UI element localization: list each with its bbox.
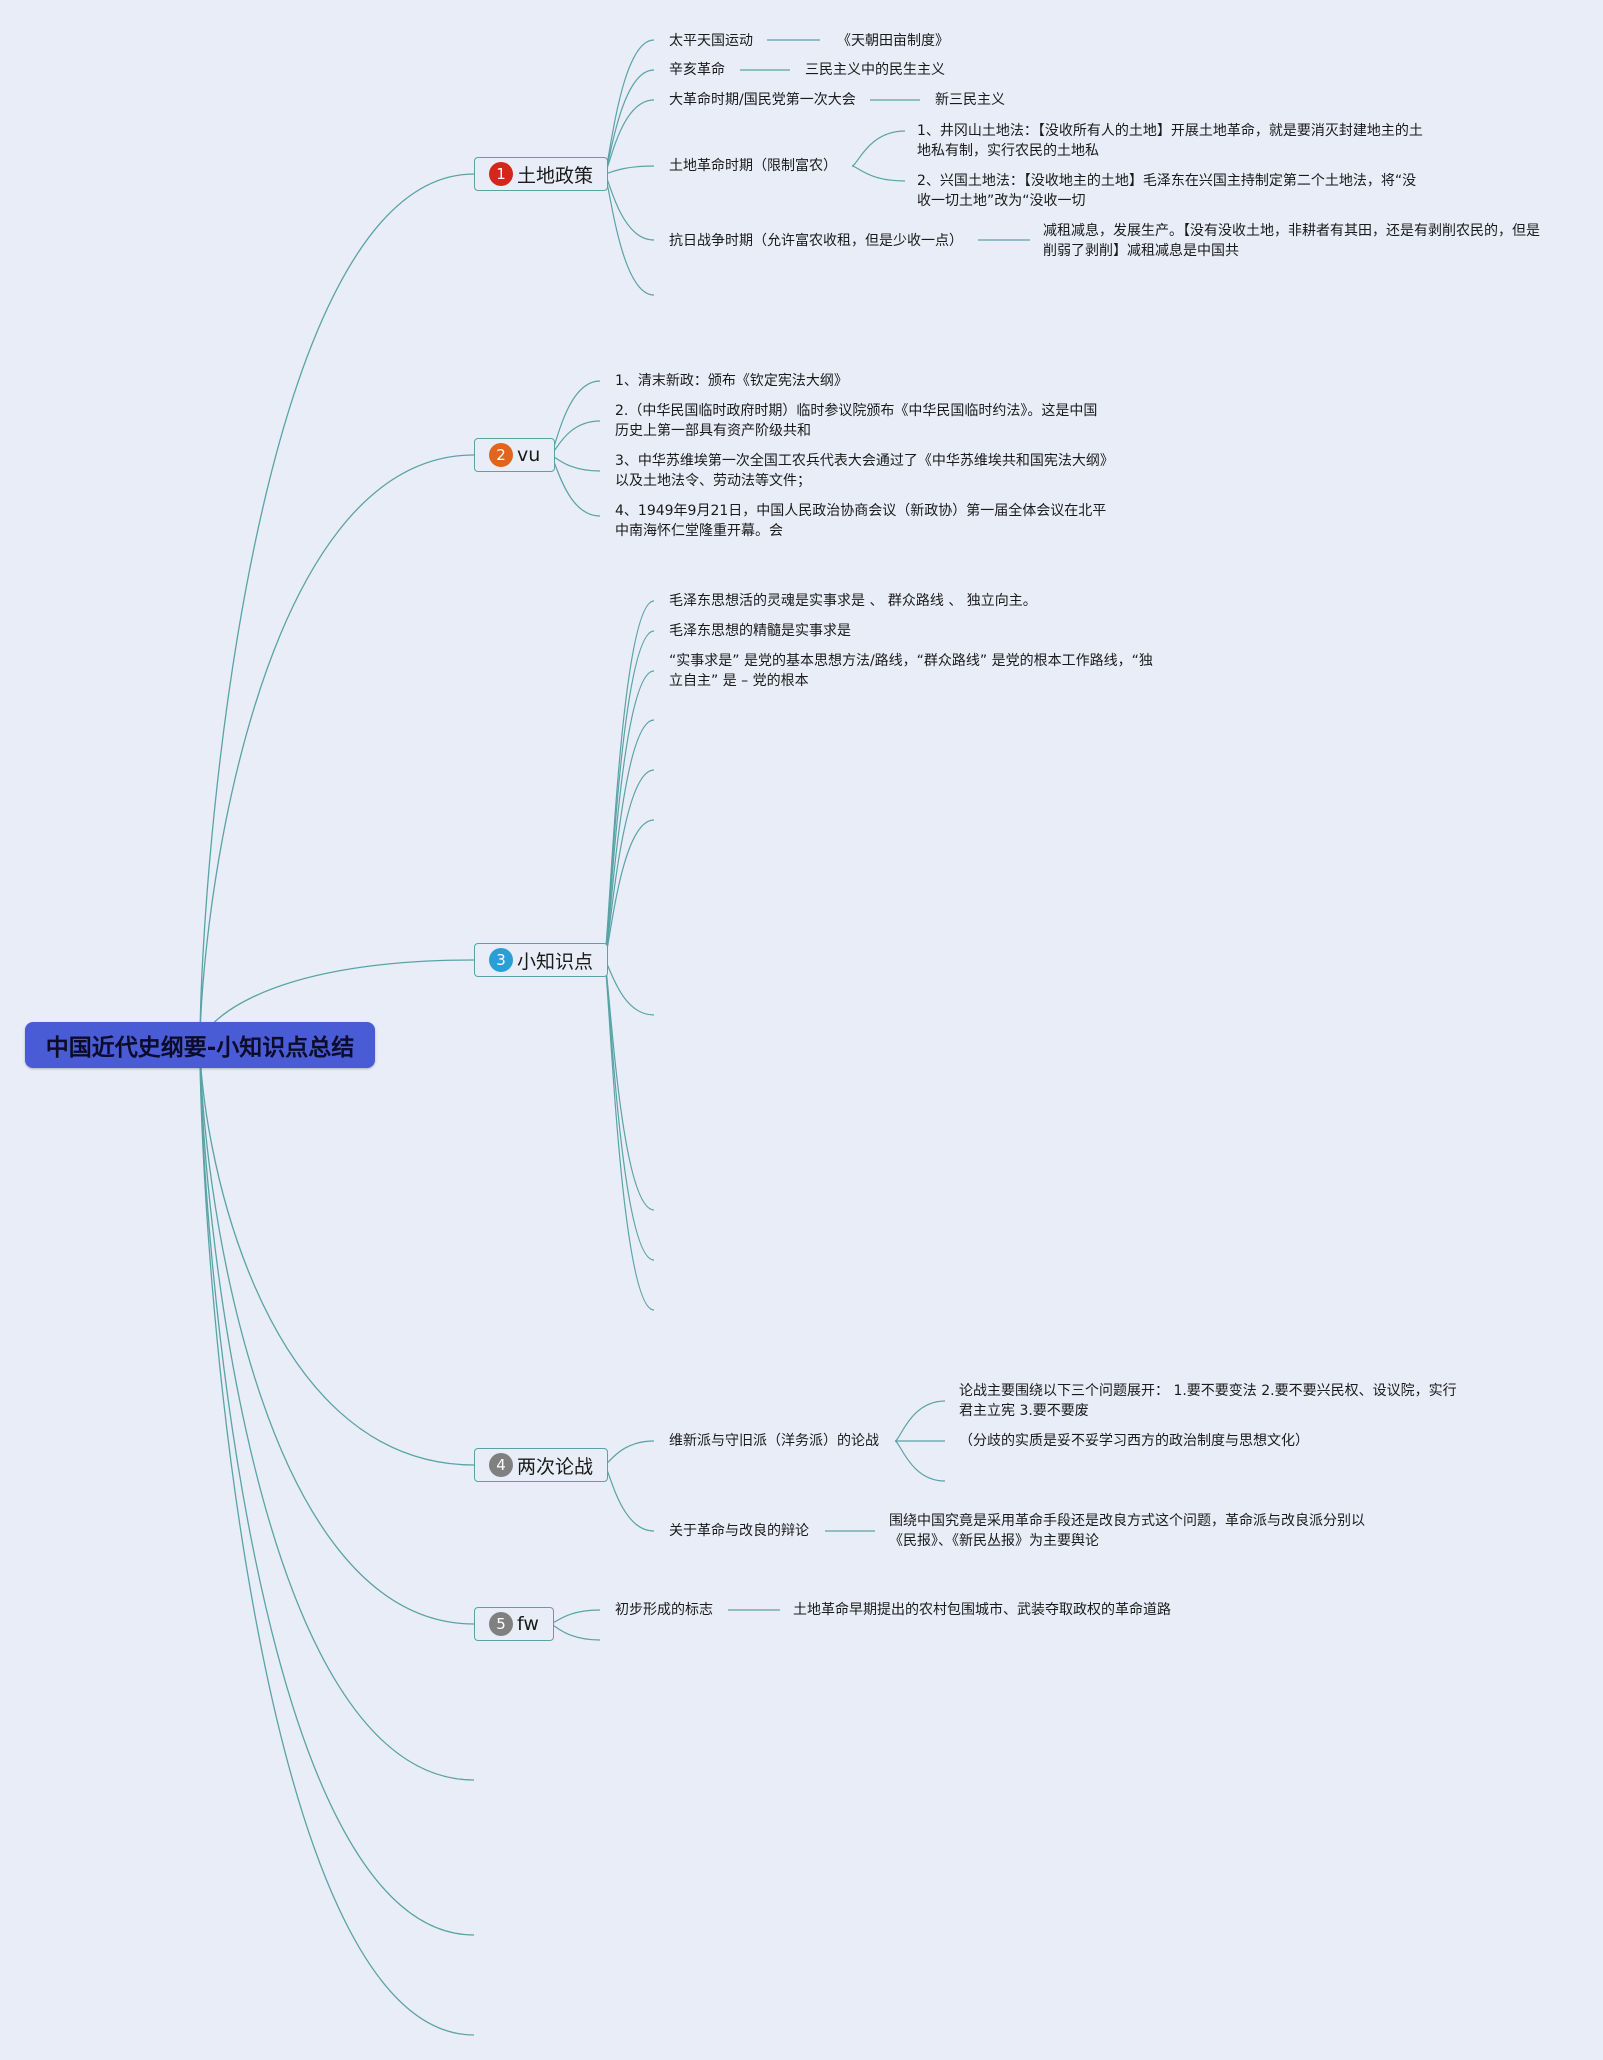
topic-label: 土地政策 (517, 164, 594, 187)
root-topic[interactable]: 中国近代史纲要-小知识点总结 (25, 1022, 375, 1068)
number-4-icon: 4 (489, 1453, 513, 1477)
detail-three-questions[interactable]: 论战主要围绕以下三个问题展开： 1.要不要变法 2.要不要兴民权、设议院，实行君… (959, 1383, 1457, 1419)
root-title: 中国近代史纲要-小知识点总结 (45, 1035, 355, 1061)
subtopic-provisional-constitution[interactable]: 2.（中华民国临时政府时期）临时参议院颁布《中华民国临时约法》。这是中国历史上第… (615, 403, 1098, 439)
number-1-icon: 1 (489, 162, 513, 186)
topic-label: 小知识点 (517, 950, 594, 973)
subtopic-qing-reform[interactable]: 1、清末新政：颁布《钦定宪法大纲》 (615, 373, 848, 389)
detail-taiping[interactable]: 《天朝田亩制度》 (837, 33, 949, 49)
topic-knowledge-points[interactable]: 3 小知识点 (474, 943, 609, 977)
subtopic-xinhai[interactable]: 辛亥革命 (669, 62, 725, 78)
subtopic-reform-debate[interactable]: 维新派与守旧派（洋务派）的论战 (669, 1433, 879, 1449)
subtopic-soviet-constitution[interactable]: 3、中华苏维埃第一次全国工农兵代表大会通过了《中华苏维埃共和国宪法大纲》以及土地… (615, 453, 1107, 489)
subtopic-anti-japanese[interactable]: 抗日战争时期（允许富农收租，但是少收一点） (669, 233, 963, 249)
subtopic-land-revolution[interactable]: 土地革命时期（限制富农） (669, 158, 837, 174)
detail-great-revolution[interactable]: 新三民主义 (935, 92, 1005, 108)
topic-label: 两次论战 (517, 1455, 594, 1478)
detail-rent-reduction[interactable]: 减租减息，发展生产。【没有没收土地，非耕者有其田，还是有剥削农民的，但是削弱了剥… (1043, 223, 1540, 259)
subtopic-mao-soul[interactable]: 毛泽东思想活的灵魂是实事求是 、 群众路线 、 独立向主。 (669, 593, 1037, 609)
topic-land-policy[interactable]: 1 土地政策 (474, 157, 609, 191)
detail-revolution-debate[interactable]: 围绕中国究竟是采用革命手段还是改良方式这个问题，革命派与改良派分别以《民报》、《… (889, 1513, 1365, 1549)
detail-xinhai[interactable]: 三民主义中的民生主义 (805, 62, 945, 78)
detail-jinggangshan[interactable]: 1、井冈山土地法：【没收所有人的土地】开展土地革命，就是要消灭封建地主的土地私有… (917, 123, 1423, 159)
topic-label: fw (517, 1613, 539, 1635)
subtopic-cppcc[interactable]: 4、1949年9月21日，中国人民政治协商会议（新政协）第一届全体会议在北平中南… (615, 503, 1107, 539)
number-5-icon: 5 (489, 1612, 513, 1636)
topic-label: vu (517, 444, 541, 466)
subtopic-party-lines[interactable]: “实事求是” 是党的基本思想方法/路线，“群众路线” 是党的根本工作路线，“独立… (669, 653, 1153, 689)
subtopic-initial-formation[interactable]: 初步形成的标志 (615, 1602, 713, 1618)
topic-fw[interactable]: 5 fw (474, 1607, 554, 1641)
number-2-icon: 2 (489, 443, 513, 467)
detail-essence[interactable]: （分歧的实质是妥不妥学习西方的政治制度与思想文化） (959, 1433, 1309, 1449)
subtopic-mao-essence[interactable]: 毛泽东思想的精髓是实事求是 (669, 623, 851, 639)
topic-vu[interactable]: 2 vu (474, 438, 556, 472)
number-3-icon: 3 (489, 948, 513, 972)
subtopic-taiping[interactable]: 太平天国运动 (669, 33, 753, 49)
detail-xingguo[interactable]: 2、兴国土地法：【没收地主的土地】毛泽东在兴国主持制定第二个土地法，将“没收一切… (917, 173, 1417, 209)
detail-revolutionary-road[interactable]: 土地革命早期提出的农村包围城市、武装夺取政权的革命道路 (793, 1602, 1171, 1618)
topic-two-debates[interactable]: 4 两次论战 (474, 1448, 609, 1482)
subtopic-great-revolution[interactable]: 大革命时期/国民党第一次大会 (669, 92, 856, 108)
subtopic-revolution-debate[interactable]: 关于革命与改良的辩论 (669, 1523, 809, 1539)
